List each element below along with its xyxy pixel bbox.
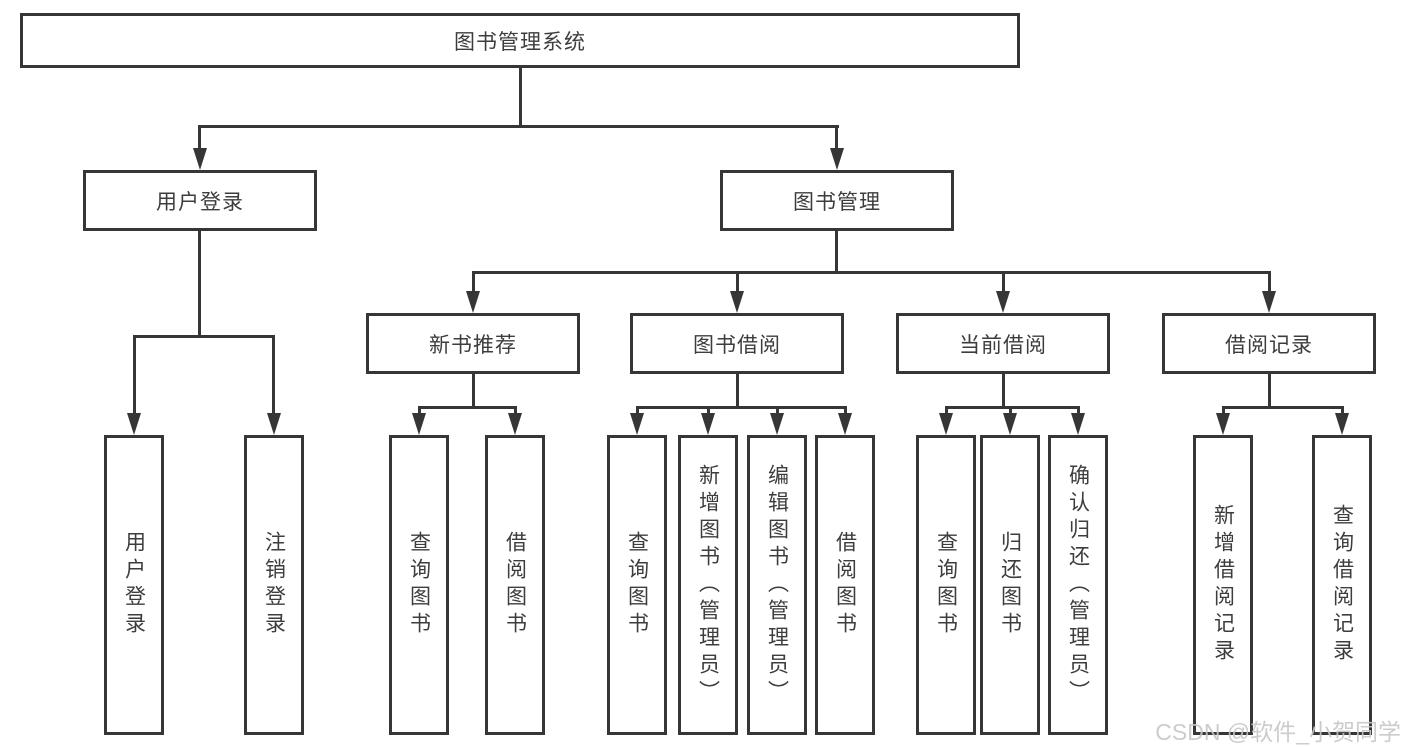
connector-drop (1009, 406, 1012, 416)
arrowhead (996, 291, 1010, 313)
arrowhead (630, 413, 644, 435)
node-new-book-recommend: 新书推荐 (366, 313, 580, 374)
node-book-borrowing: 图书借阅 (630, 313, 844, 374)
leaf-borrow-books-recommend: 借阅图书 (485, 435, 545, 735)
leaf-add-book-admin: 新增图书（管理员） (678, 435, 738, 735)
connector-drop (1222, 406, 1225, 416)
connector-stem (1002, 374, 1005, 406)
arrowhead (466, 291, 480, 313)
connector-drop (1002, 271, 1005, 293)
connector-drop (514, 406, 517, 416)
connector-drop (776, 406, 779, 416)
connector-stem-root (519, 68, 522, 125)
leaf-user-login: 用户登录 (104, 435, 164, 735)
arrowhead (1003, 413, 1017, 435)
node-user-login: 用户登录 (83, 170, 317, 231)
arrowhead (127, 413, 141, 435)
connector-drop (272, 335, 275, 415)
connector-drop (736, 271, 739, 293)
arrowhead (830, 148, 844, 170)
node-borrowing-records: 借阅记录 (1162, 313, 1376, 374)
connector-stem (472, 374, 475, 406)
connector-drop (835, 125, 838, 151)
connector-stem (1268, 374, 1271, 406)
arrowhead (939, 413, 953, 435)
connector-stem-book-management (835, 231, 838, 271)
arrowhead (267, 413, 281, 435)
leaf-query-books-current: 查询图书 (916, 435, 976, 735)
arrowhead (193, 148, 207, 170)
leaf-confirm-return-admin: 确认归还（管理员） (1048, 435, 1108, 735)
connector-bar (636, 406, 846, 409)
node-book-management: 图书管理 (720, 170, 954, 231)
connector-bar (418, 406, 516, 409)
arrowhead (1071, 413, 1085, 435)
connector-drop (1077, 406, 1080, 416)
connector-drop (133, 335, 136, 415)
arrowhead (730, 291, 744, 313)
leaf-edit-book-admin: 编辑图书（管理员） (747, 435, 807, 735)
csdn-watermark: CSDN @软件_小贺同学 (1155, 719, 1401, 745)
connector-stem-user-login (198, 231, 201, 335)
connector-drop (844, 406, 847, 416)
connector-drop (1341, 406, 1344, 416)
connector-drop (636, 406, 639, 416)
connector-bar (1222, 406, 1343, 409)
arrowhead (1262, 291, 1276, 313)
arrowhead (1216, 413, 1230, 435)
leaf-query-books-recommend: 查询图书 (389, 435, 449, 735)
node-current-borrowing: 当前借阅 (896, 313, 1110, 374)
leaf-logout: 注销登录 (244, 435, 304, 735)
arrowhead (1335, 413, 1349, 435)
connector-bar-user-login (133, 335, 274, 338)
connector-bar-level3 (472, 271, 1270, 274)
connector-drop (1268, 271, 1271, 293)
arrowhead (508, 413, 522, 435)
arrowhead (770, 413, 784, 435)
leaf-query-borrow-record: 查询借阅记录 (1312, 435, 1372, 735)
connector-stem (736, 374, 739, 406)
connector-drop (945, 406, 948, 416)
connector-drop (707, 406, 710, 416)
connector-drop (472, 271, 475, 293)
connector-drop (418, 406, 421, 416)
arrowhead (412, 413, 426, 435)
leaf-query-books-borrowing: 查询图书 (607, 435, 667, 735)
connector-drop (198, 125, 201, 151)
leaf-borrow-books: 借阅图书 (815, 435, 875, 735)
leaf-return-book: 归还图书 (980, 435, 1040, 735)
arrowhead (838, 413, 852, 435)
node-root-library-system: 图书管理系统 (20, 13, 1020, 68)
connector-bar-level2 (198, 125, 839, 128)
connector-bar (945, 406, 1079, 409)
arrowhead (701, 413, 715, 435)
leaf-add-borrow-record: 新增借阅记录 (1193, 435, 1253, 735)
